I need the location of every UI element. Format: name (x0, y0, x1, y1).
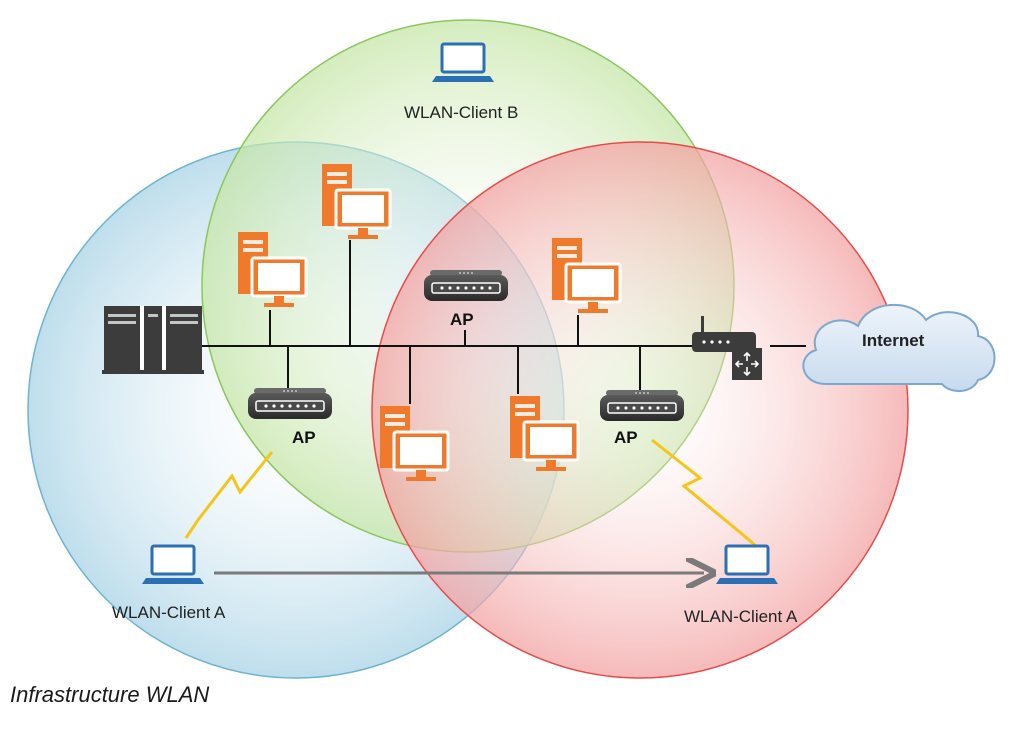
client-a-left-label: WLAN-Client A (112, 603, 226, 622)
server-icon (102, 306, 204, 374)
lightning-icon (184, 451, 274, 539)
laptop-icon (714, 544, 780, 586)
access-point-icon (599, 389, 685, 422)
laptop-icon (430, 42, 496, 84)
diagram-caption: Infrastructure WLAN (10, 682, 210, 707)
client-a-right-label: WLAN-Client A (684, 607, 798, 626)
ap-label: AP (450, 310, 474, 329)
laptop-icon (140, 544, 206, 586)
router-icon (692, 316, 762, 380)
ap-label: AP (614, 428, 638, 447)
internet-label: Internet (862, 331, 925, 350)
access-point-icon (247, 387, 333, 420)
cloud-icon: Internet (802, 304, 996, 392)
lightning-icon (651, 438, 757, 548)
network-backbone (200, 240, 806, 404)
ap-label: AP (292, 428, 316, 447)
client-b-label: WLAN-Client B (404, 103, 518, 122)
access-point-icon (423, 269, 509, 302)
